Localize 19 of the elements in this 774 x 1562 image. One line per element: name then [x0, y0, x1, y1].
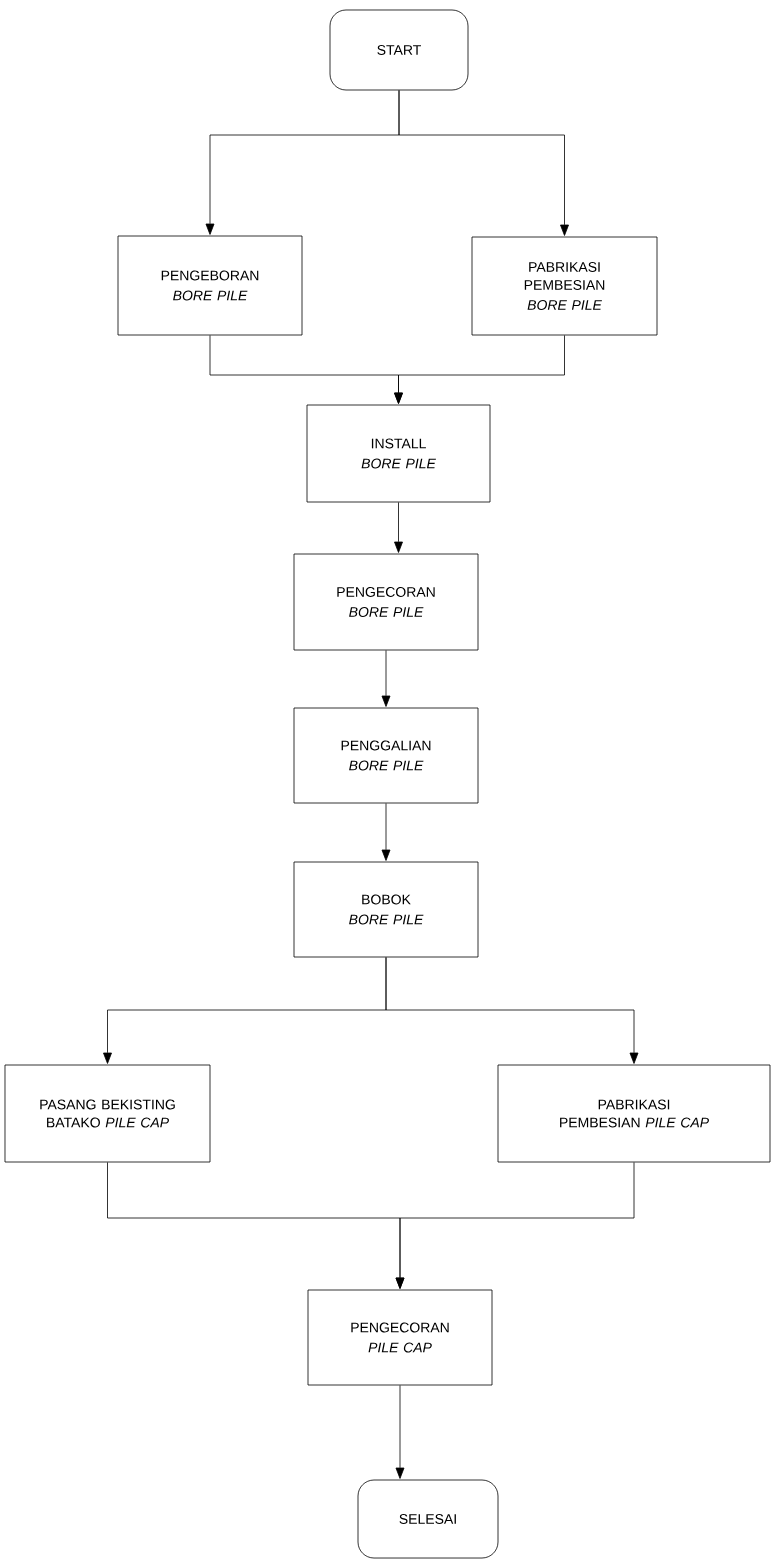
process-box: INSTALL BORE PILE [306, 404, 491, 503]
process-box: PASANG BEKISTING BATAKO PILE CAP [4, 1064, 211, 1163]
process-box: PENGECORAN PILE CAP [307, 1289, 493, 1386]
arrow [395, 1385, 405, 1479]
process-box: PENGECORAN BORE PILE [293, 553, 479, 651]
arrow [381, 803, 391, 861]
process-box: BOBOK BORE PILE [293, 861, 479, 958]
terminal-box: START [329, 9, 469, 91]
arrow [394, 335, 565, 404]
process-box: PENGGALIAN BORE PILE [293, 707, 479, 804]
arrow [398, 90, 569, 236]
arrow [395, 1162, 635, 1289]
arrow [385, 957, 639, 1064]
arrow [394, 502, 403, 553]
terminal-box: SELESAI [357, 1479, 499, 1559]
process-box: PABRIKASI PEMBESIAN PILE CAP [497, 1064, 771, 1163]
arrow [381, 650, 391, 707]
process-box: PABRIKASI PEMBESIAN BORE PILE [471, 236, 658, 336]
process-box: PENGEBORAN BORE PILE [117, 235, 303, 336]
